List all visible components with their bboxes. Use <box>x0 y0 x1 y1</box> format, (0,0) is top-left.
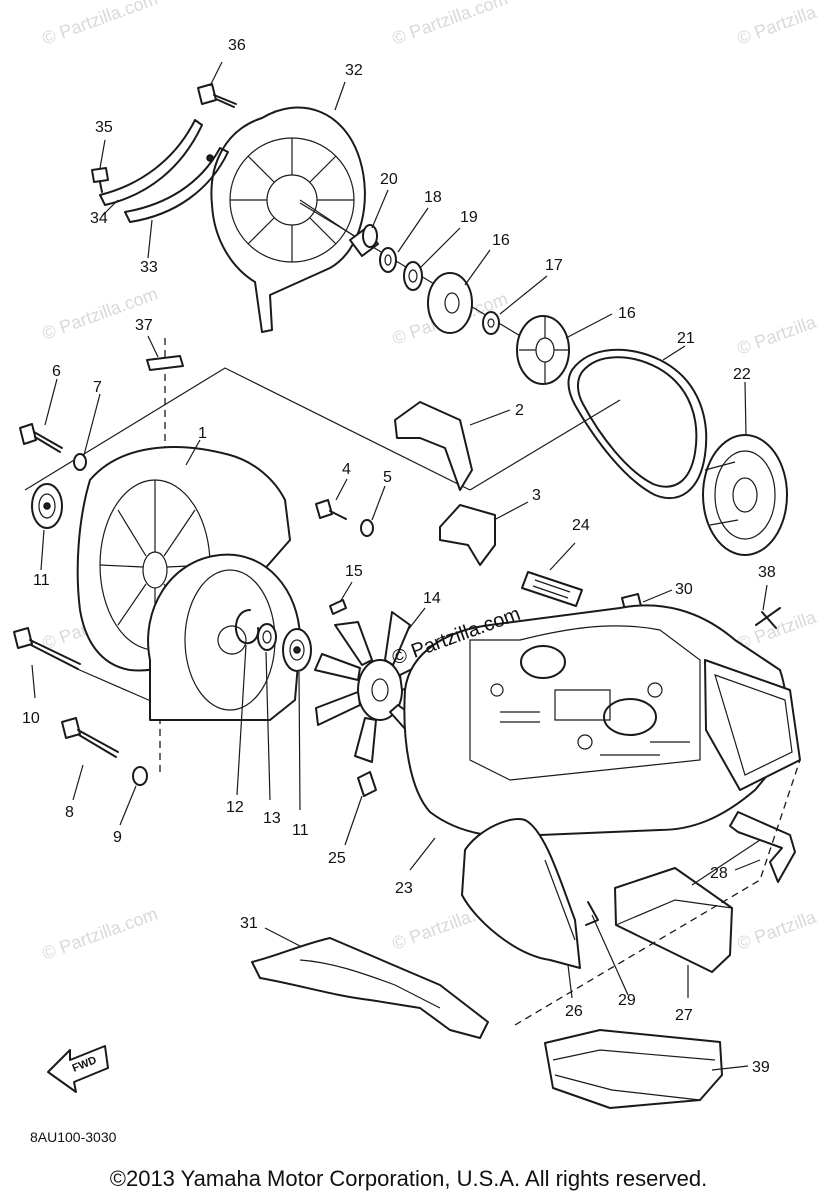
bracket-28 <box>729 811 796 883</box>
watermark: © Partzilla.com <box>735 298 817 358</box>
strap-34 <box>99 119 203 206</box>
callout-11: 11 <box>33 572 50 589</box>
callout-20: 20 <box>380 171 398 188</box>
bearing-11-right <box>282 628 312 672</box>
bolt-6 <box>19 423 63 453</box>
bolt-36 <box>197 83 237 108</box>
callout-16: 16 <box>492 232 510 249</box>
copyright-notice: ©2013 Yamaha Motor Corporation, U.S.A. A… <box>109 1166 708 1191</box>
callout-21: 21 <box>677 330 695 347</box>
callout-7: 7 <box>93 379 102 396</box>
collar-20 <box>349 224 379 257</box>
callout-31: 31 <box>240 915 258 932</box>
watermark: © Partzilla.com <box>735 593 817 653</box>
watermark: © Partzilla.com <box>40 283 161 343</box>
strap-33 <box>124 147 229 223</box>
bolt-10 <box>13 627 81 670</box>
callout-19: 19 <box>460 209 478 226</box>
callout-12: 12 <box>226 799 244 816</box>
callout-8: 8 <box>65 804 74 821</box>
label-24 <box>521 571 583 607</box>
washer-18 <box>379 247 397 273</box>
callout-6: 6 <box>52 363 61 380</box>
callout-10: 10 <box>22 710 40 727</box>
duct-27 <box>614 867 733 973</box>
cover-2 <box>394 401 473 491</box>
callout-1: 1 <box>198 425 207 442</box>
washer-9 <box>132 766 148 786</box>
leader-lines <box>31 61 768 1071</box>
callout-9: 9 <box>113 829 122 846</box>
fwd-arrow-icon: FWD <box>47 1045 109 1093</box>
pulley-half-16-lower <box>516 315 570 385</box>
plate-37 <box>146 355 184 371</box>
callout-labels: 36 32 35 20 18 19 16 17 16 34 33 37 21 2… <box>22 37 776 1076</box>
callout-27: 27 <box>675 1007 693 1024</box>
callout-22: 22 <box>733 366 751 383</box>
lower-shroud-26 <box>461 818 581 969</box>
bracket-3 <box>439 504 496 566</box>
fan-housing-rear <box>147 553 301 721</box>
watermark: © Partzilla.com <box>735 0 817 49</box>
callout-32: 32 <box>345 62 363 79</box>
callout-2: 2 <box>515 402 524 419</box>
key-25 <box>357 771 377 797</box>
bolt-8 <box>61 717 119 758</box>
callout-25: 25 <box>328 850 346 867</box>
callout-35: 35 <box>95 119 113 136</box>
callout-11: 11 <box>292 822 309 839</box>
callout-28: 28 <box>710 865 728 882</box>
callout-39: 39 <box>752 1059 770 1076</box>
bolt-4 <box>315 499 347 520</box>
air-shroud-23 <box>403 604 801 838</box>
callout-33: 33 <box>140 259 158 276</box>
callout-30: 30 <box>675 581 693 598</box>
callout-24: 24 <box>572 517 590 534</box>
callout-18: 18 <box>424 189 442 206</box>
v-belt-21 <box>567 348 708 500</box>
washer-13 <box>257 623 277 651</box>
washer-19 <box>403 261 423 291</box>
watermark: © Partzilla.com <box>40 903 161 963</box>
watermark: © Partzilla.com <box>390 0 511 49</box>
circlip-12 <box>234 609 260 645</box>
duct-39 <box>544 1029 723 1109</box>
callout-13: 13 <box>263 810 281 827</box>
watermark: © Partzilla.com <box>735 893 817 953</box>
screw-35 <box>91 167 109 193</box>
callout-37: 37 <box>135 317 153 334</box>
callout-16: 16 <box>618 305 636 322</box>
callout-38: 38 <box>758 564 776 581</box>
pulley-half-16-upper <box>427 272 473 334</box>
callout-5: 5 <box>383 469 392 486</box>
key-15 <box>329 599 347 615</box>
callout-15: 15 <box>345 563 363 580</box>
callout-36: 36 <box>228 37 246 54</box>
pulley-22 <box>702 434 788 556</box>
clip-29 <box>585 901 599 926</box>
washer-5 <box>360 519 374 537</box>
callout-29: 29 <box>618 992 636 1009</box>
clip-38 <box>755 607 781 629</box>
duct-31 <box>251 937 489 1039</box>
fan-cover-32 <box>210 106 366 333</box>
callout-23: 23 <box>395 880 413 897</box>
callout-17: 17 <box>545 257 563 274</box>
washer-7 <box>73 453 87 471</box>
callout-34: 34 <box>90 210 108 227</box>
callout-14: 14 <box>423 590 441 607</box>
bearing-11-left <box>31 483 63 529</box>
callout-3: 3 <box>532 487 541 504</box>
callout-26: 26 <box>565 1003 583 1020</box>
diagram-code: 8AU100-3030 <box>30 1129 117 1145</box>
watermark: © Partzilla.com <box>40 0 161 49</box>
washer-17 <box>482 311 500 335</box>
callout-4: 4 <box>342 461 351 478</box>
